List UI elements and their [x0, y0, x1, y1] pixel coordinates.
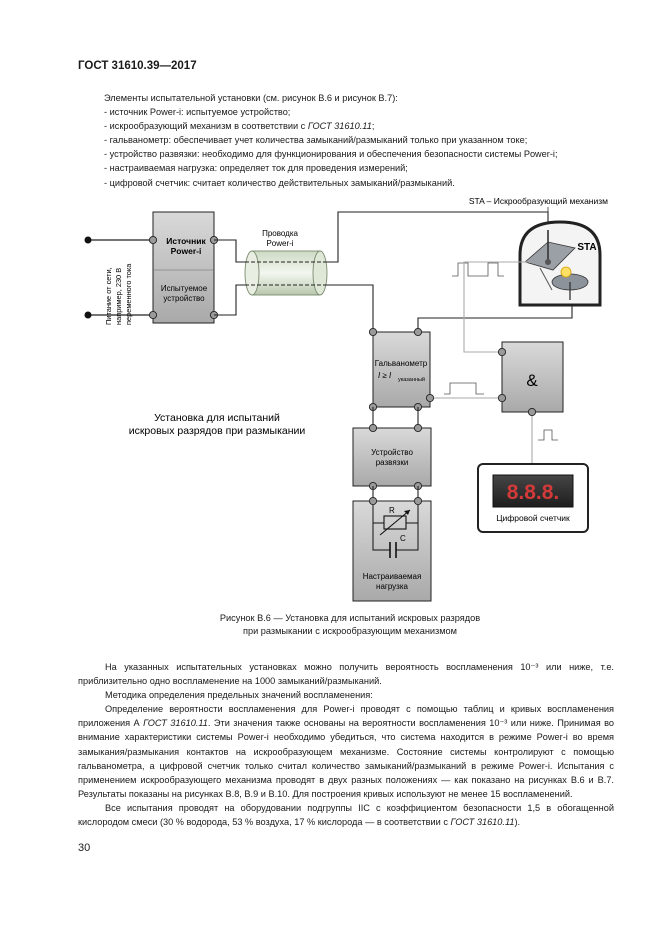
figure-caption-line-2: при размыкании с искрообразующим механиз… — [243, 626, 457, 636]
paragraph-text: Все испытания проводят на оборудовании п… — [78, 802, 614, 828]
source-sub-1: Испытуемое — [161, 284, 208, 293]
mains-terminal-top — [84, 236, 92, 244]
list-item-end: ; — [371, 121, 375, 132]
body-text: На указанных испытательных установках мо… — [78, 660, 614, 829]
setup-title-2: искровых разрядов при размыкании — [129, 425, 306, 437]
decoupler-label-1: Устройство — [371, 448, 413, 457]
paragraph-text: . Эти значения также основаны на вероятн… — [78, 718, 614, 799]
list-item: - источник Power-i: испытуемое устройств… — [104, 107, 291, 118]
power-i-source-block: Источник Power-i Испытуемое устройство — [148, 211, 219, 324]
and-gate-symbol: & — [526, 371, 538, 390]
supply-label-3: переменного тока — [124, 263, 133, 325]
paragraph: Методика определения предельных значений… — [105, 690, 373, 701]
standard-reference: ГОСТ 31610.11 — [307, 121, 372, 132]
wire-cable-to-galvanometer — [327, 284, 374, 332]
list-item-text: - искрообразующий механизм в соответстви… — [104, 121, 308, 132]
pulse-signal-counter — [538, 429, 558, 441]
document-header: ГОСТ 31610.39—2017 — [78, 60, 197, 72]
list-item: - устройство развязки: необходимо для фу… — [104, 149, 558, 160]
figure-caption-line-1: Рисунок В.6 — Установка для испытаний ис… — [219, 613, 481, 623]
mains-terminal-bottom — [84, 311, 92, 319]
paragraph: Все испытания проводят на оборудовании п… — [78, 801, 614, 829]
list-item: - настраиваемая нагрузка: определяет ток… — [104, 163, 408, 174]
signal-sta-to-gate — [463, 261, 530, 353]
standard-reference: ГОСТ 31610.11 — [143, 718, 208, 729]
source-title-2: Power-i — [171, 246, 202, 256]
galvanometer-condition-sub: указанный — [398, 376, 425, 383]
wire-source-bottom — [214, 284, 252, 316]
and-gate-block: & — [497, 341, 564, 417]
sta-label: STA — [577, 242, 596, 253]
galvanometer-condition: I ≥ I — [378, 371, 392, 380]
galvanometer-block: Гальванометр I ≥ I указанный — [368, 327, 435, 412]
list-item: - цифровой счетчик: считает количество д… — [104, 177, 455, 188]
counter-display: 8.8.8. — [507, 481, 560, 504]
power-i-cable: Проводка Power-i — [244, 229, 333, 296]
resistor-adjust-arrow — [379, 509, 411, 536]
list-lead: Элементы испытательной установки (см. ри… — [104, 93, 398, 103]
cable-label-1: Проводка — [262, 229, 298, 238]
test-setup-diagram: STA – Искрообразующий механизм Питание о… — [84, 196, 608, 602]
decoupler-label-2: развязки — [376, 458, 409, 467]
figure-caption: Рисунок В.6 — Установка для испытаний ис… — [120, 612, 580, 638]
load-label-1: Настраиваемая — [363, 572, 422, 581]
paragraph: Определение вероятности воспламенения дл… — [78, 702, 614, 801]
adjustable-load-block: R C Настраиваемая нагрузка — [352, 496, 432, 602]
paragraph: На указанных испытательных установках мо… — [78, 662, 614, 687]
counter-label: Цифровой счетчик — [496, 513, 570, 523]
list-item: - искрообразующий механизм в соответстви… — [104, 119, 558, 133]
decoupling-device-block: Устройство развязки — [352, 423, 432, 491]
wire-source-top — [214, 239, 252, 263]
resistor-label: R — [389, 506, 395, 515]
pulse-signal-sta — [452, 262, 504, 277]
source-sub-2: устройство — [163, 294, 205, 303]
capacitor-label: C — [400, 534, 406, 543]
mains-supply: Питание от сети, например, 230 В перемен… — [84, 236, 153, 325]
setup-title-1: Установка для испытаний — [154, 412, 280, 424]
pulse-signal-galvanometer — [444, 382, 484, 395]
paragraph-text: ). — [514, 817, 521, 828]
cable-label-2: Power-i — [266, 239, 293, 248]
standard-reference: ГОСТ 31610.11 — [450, 817, 515, 828]
wire-cable-to-sta — [327, 211, 549, 263]
galvanometer-label: Гальванометр — [375, 359, 428, 368]
page-number: 30 — [78, 842, 91, 854]
supply-label-1: Питание от сети, — [104, 267, 113, 325]
sta-caption: STA – Искрообразующий механизм — [469, 196, 608, 206]
equipment-list: Элементы испытательной установки (см. ри… — [104, 91, 558, 190]
paragraph-text: Определение вероятности воспламенения дл… — [78, 704, 614, 729]
list-item: - гальванометр: обеспечивает учет количе… — [104, 135, 528, 146]
supply-label-2: например, 230 В — [114, 268, 123, 325]
load-label-2: нагрузка — [376, 582, 408, 591]
digital-counter: 8.8.8. Цифровой счетчик — [477, 463, 589, 533]
sta-spark-mechanism: STA — [518, 220, 602, 307]
source-title-1: Источник — [166, 236, 206, 246]
